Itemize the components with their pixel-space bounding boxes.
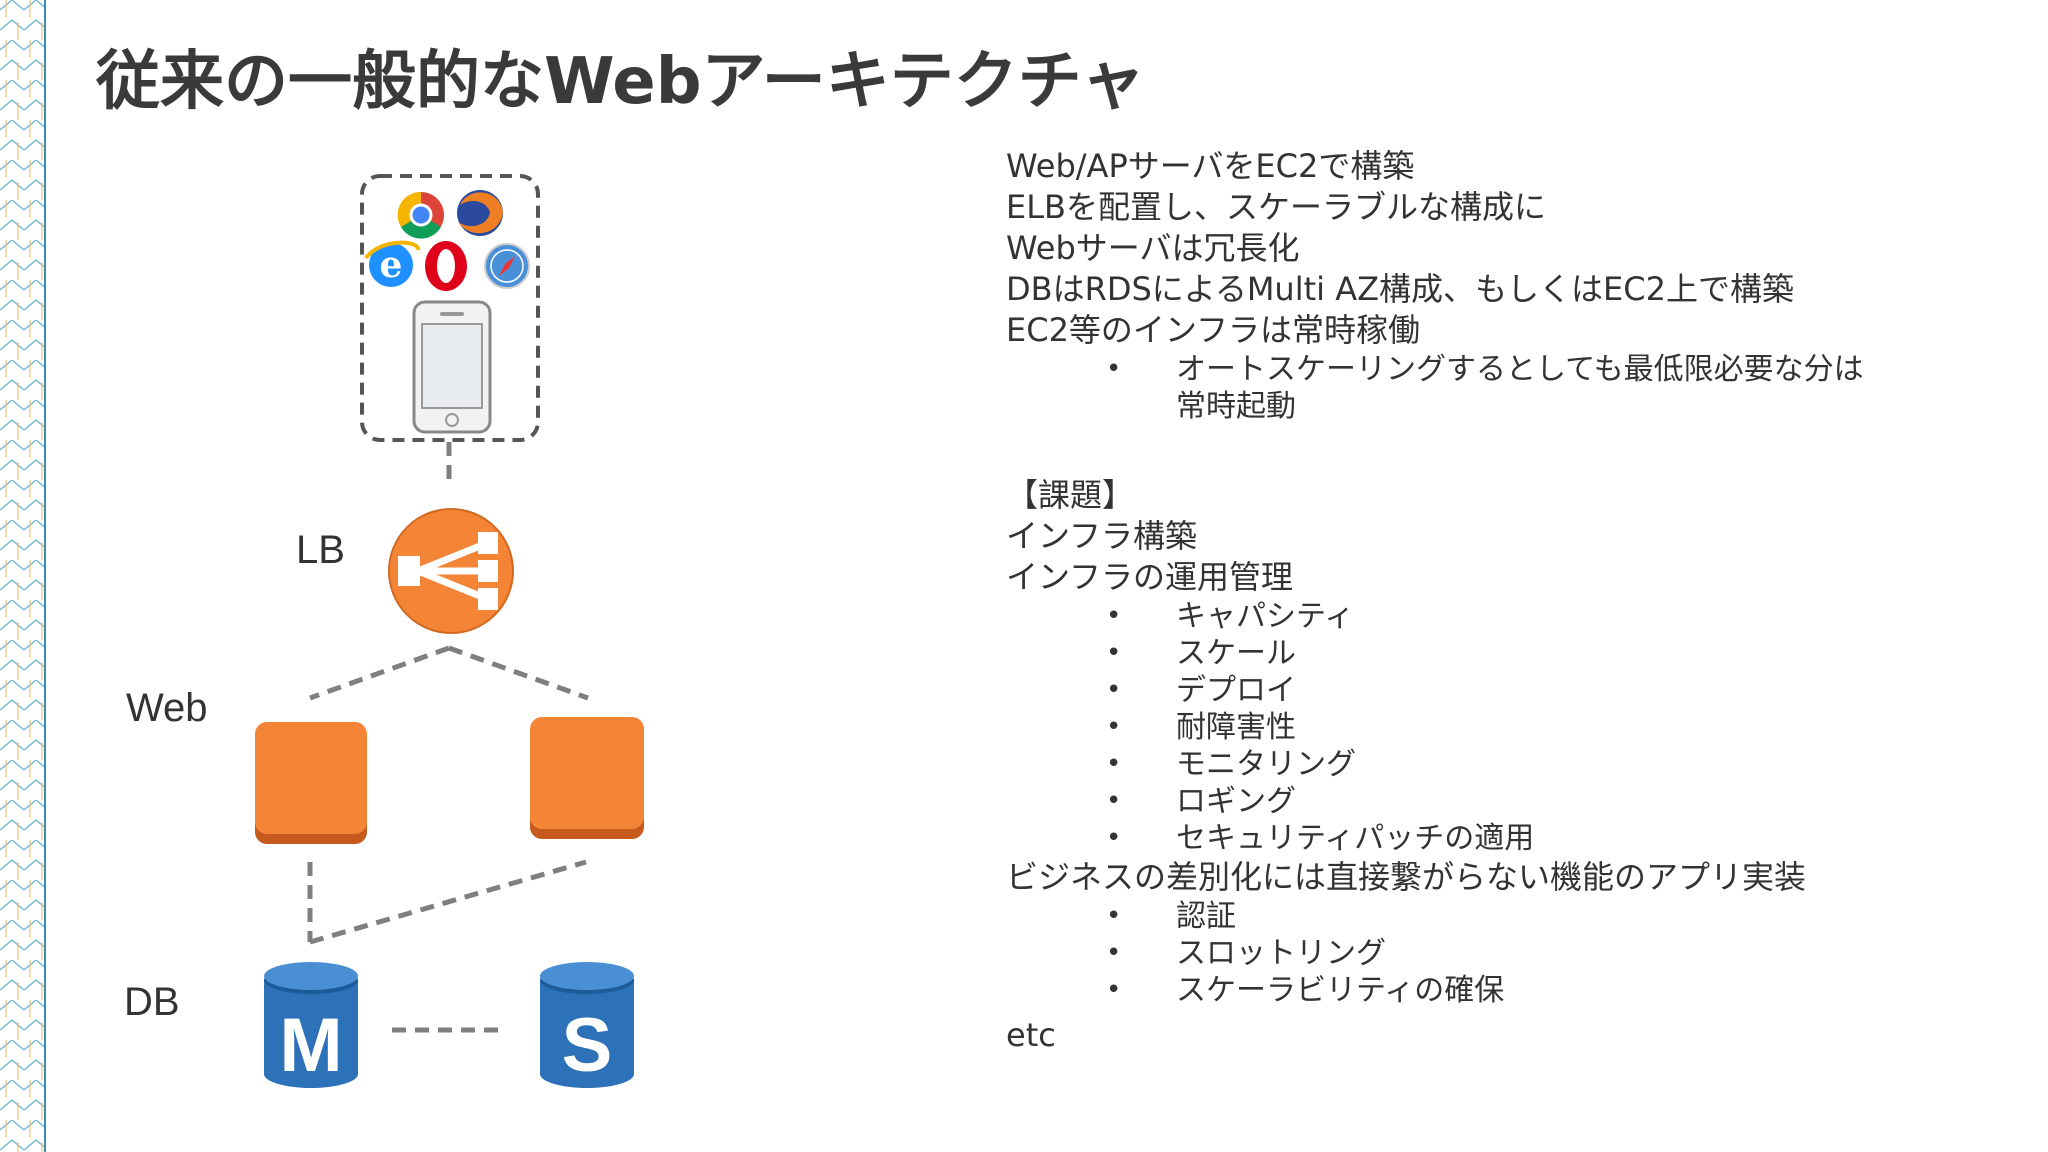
svg-text:e: e [380, 244, 403, 286]
bullet-item: •スロットリング [1106, 936, 1386, 971]
db-master-icon: M [264, 962, 358, 1088]
safari-icon [484, 243, 530, 289]
description-panel: Web/APサーバをEC2で構築 ELBを配置し、スケーラブルな構成に Webサ… [1006, 146, 1986, 1056]
label-web: Web [126, 686, 208, 730]
web-server-right-icon [530, 717, 644, 839]
bullet-dot: • [1106, 354, 1122, 384]
db-slave-letter: S [562, 1003, 613, 1088]
internet-explorer-icon: e [364, 240, 420, 287]
bullet-item: •スケール [1106, 636, 1296, 671]
bullet-item: •認証 [1106, 899, 1236, 934]
label-db: DB [124, 980, 180, 1024]
web-server-left-icon [255, 722, 367, 844]
decorative-pattern-strip [0, 0, 46, 1152]
bullet-item: •モニタリング [1106, 747, 1356, 782]
bullet-item: •スケーラビリティの確保 [1106, 973, 1505, 1008]
firefox-icon [457, 190, 503, 236]
slide-title: 従来の一般的なWebアーキテクチャ [96, 45, 1146, 119]
text-line: Webサーバは冗長化 [1006, 229, 1300, 267]
text-line: Web/APサーバをEC2で構築 [1006, 147, 1415, 185]
client-group-box [360, 174, 540, 442]
db-slave-icon: S [540, 962, 634, 1088]
bullet-item: •デプロイ [1106, 673, 1296, 708]
bullet-item: •セキュリティパッチの適用 [1106, 821, 1535, 856]
bullet-item: •オートスケーリングするとしても最低限必要な分は [1106, 352, 1864, 387]
chrome-icon [397, 191, 444, 239]
issue-item: ビジネスの差別化には直接繋がらない機能のアプリ実装 [1006, 858, 1807, 896]
bullet-continuation: 常時起動 [1176, 389, 1296, 424]
text-line: DBはRDSによるMulti AZ構成、もしくはEC2上で構築 [1006, 270, 1794, 308]
bullet-item: •ロギング [1106, 784, 1296, 819]
bullet-item: •耐障害性 [1106, 710, 1296, 745]
load-balancer-icon [388, 508, 514, 634]
issue-item: インフラ構築 [1006, 517, 1198, 555]
bullet-item: •キャパシティ [1106, 599, 1355, 634]
db-master-letter: M [279, 1003, 342, 1088]
issues-heading: 【課題】 [1006, 476, 1135, 514]
issue-item: インフラの運用管理 [1006, 558, 1294, 596]
opera-icon [425, 241, 467, 291]
label-lb: LB [296, 528, 345, 572]
text-line: ELBを配置し、スケーラブルな構成に [1006, 188, 1547, 226]
text-line: EC2等のインフラは常時稼働 [1006, 311, 1420, 349]
etc-text: etc [1006, 1016, 1056, 1054]
connector-lines [307, 442, 589, 1033]
smartphone-icon [412, 300, 492, 434]
